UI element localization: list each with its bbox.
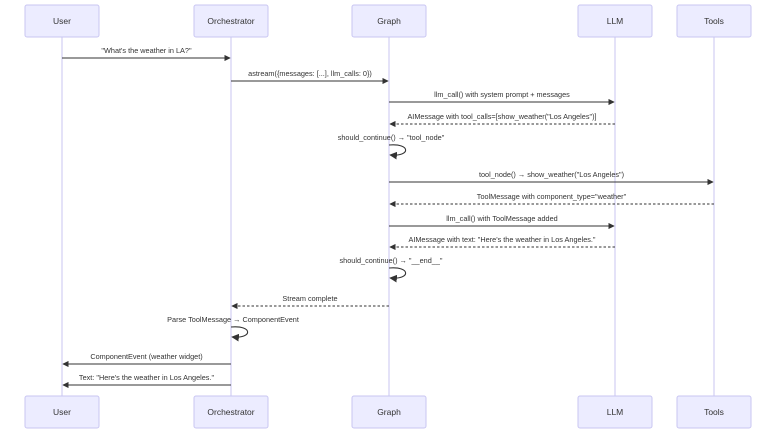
participant-user-top: User [24,4,100,38]
message-label: tool_node() → show_weather("Los Angeles"… [479,170,624,179]
participant-label: Orchestrator [207,16,254,26]
message-label: astream({messages: [...], llm_calls: 0}) [248,69,372,78]
participant-box [193,4,269,38]
message-12: Parse ToolMessage → ComponentEvent [167,315,299,342]
participant-box [676,395,752,429]
message-label: llm_call() with system prompt + messages [434,90,570,99]
participant-box [577,395,653,429]
message-label: ToolMessage with component_type="weather… [477,192,627,201]
message-7: ToolMessage with component_type="weather… [389,192,714,208]
message-label: ComponentEvent (weather widget) [90,352,202,361]
participant-orch-bottom: Orchestrator [193,395,269,429]
message-label: should_continue() → "__end__" [340,256,443,265]
message-label: Stream complete [282,294,337,303]
message-label: AIMessage with text: "Here's the weather… [408,235,595,244]
participant-llm-bottom: LLM [577,395,653,429]
participant-label: Graph [377,407,401,417]
participant-label: LLM [607,16,624,26]
participant-box [351,4,427,38]
participant-orch-top: Orchestrator [193,4,269,38]
message-9: AIMessage with text: "Here's the weather… [389,235,615,251]
message-10: should_continue() → "__end__" [340,256,443,283]
participant-label: User [53,407,71,417]
participant-llm-top: LLM [577,4,653,38]
participant-label: Tools [704,407,724,417]
message-14: Text: "Here's the weather in Los Angeles… [62,373,231,389]
participant-box [24,395,100,429]
participant-user-bottom: User [24,395,100,429]
message-8: llm_call() with ToolMessage added [389,214,615,230]
participant-tools-bottom: Tools [676,395,752,429]
participant-tools-top: Tools [676,4,752,38]
participant-box [676,4,752,38]
participant-box [351,395,427,429]
message-4: AIMessage with tool_calls=[show_weather(… [389,112,615,128]
participant-graph-top: Graph [351,4,427,38]
message-1: "What's the weather in LA?" [62,46,231,62]
message-label: Text: "Here's the weather in Los Angeles… [79,373,215,382]
participant-label: User [53,16,71,26]
message-11: Stream complete [231,294,389,310]
message-label: Parse ToolMessage → ComponentEvent [167,315,299,324]
message-3: llm_call() with system prompt + messages [389,90,615,106]
participant-label: Orchestrator [207,407,254,417]
participant-label: Graph [377,16,401,26]
message-label: AIMessage with tool_calls=[show_weather(… [407,112,596,121]
message-6: tool_node() → show_weather("Los Angeles"… [389,170,714,186]
participant-label: LLM [607,407,624,417]
participant-box [193,395,269,429]
participant-graph-bottom: Graph [351,395,427,429]
self-arrow [388,144,407,160]
message-label: should_continue() → "tool_node" [338,133,445,142]
message-label: "What's the weather in LA?" [101,46,192,55]
message-label: llm_call() with ToolMessage added [446,214,557,223]
self-arrow [388,267,407,283]
participant-label: Tools [704,16,724,26]
participant-box [24,4,100,38]
message-5: should_continue() → "tool_node" [338,133,445,160]
self-arrow [230,326,249,342]
message-13: ComponentEvent (weather widget) [62,352,231,368]
participant-box [577,4,653,38]
message-2: astream({messages: [...], llm_calls: 0}) [231,69,389,85]
